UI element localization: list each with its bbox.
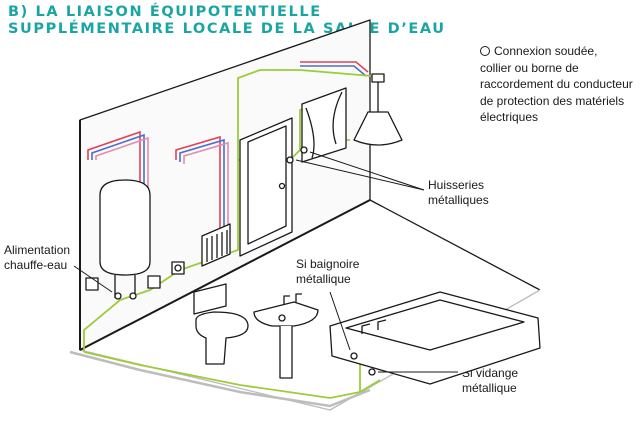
radiator-fins (206, 230, 228, 262)
wall-floor-joint (79, 199, 371, 351)
door-handle (278, 182, 286, 190)
bond-wire-floor (83, 351, 381, 399)
connection-bath (350, 352, 358, 360)
legend-line-3: raccordement du conducteur (480, 77, 633, 91)
legend-line-5: électriques (480, 110, 539, 124)
wire-pink-socket (183, 141, 229, 240)
diagram-title-line-1: B) LA LIAISON ÉQUIPOTENTIELLE (8, 4, 322, 20)
label-baignoire-line-1: Si baignoire (296, 257, 360, 271)
wire-red-heater (87, 130, 141, 190)
connection-heater (114, 292, 122, 300)
label-alimentation-line-2: chauffe-eau (4, 258, 68, 272)
leader-lines (73, 151, 458, 373)
connection-socket (174, 264, 182, 272)
connection-door (286, 156, 294, 164)
wire-pink-heater (95, 136, 149, 190)
leader-baignoire (329, 291, 351, 351)
leader-huisseries-door (295, 159, 425, 191)
label-alimentation: Alimentation chauffe-eau (4, 243, 70, 273)
basin-pedestal (279, 326, 293, 379)
window-curtain (305, 91, 343, 159)
wire-red-ceiling (300, 61, 369, 73)
ceiling-rose (371, 73, 385, 83)
legend: Connexion soudée, collier ou borne de ra… (480, 43, 642, 126)
leader-huisseries-window (309, 151, 425, 191)
connection-window (300, 146, 308, 154)
floor-pipe (69, 350, 371, 408)
connection-heater-2 (129, 292, 137, 300)
label-huisseries-line-2: métalliques (428, 193, 489, 207)
basin-taps (283, 293, 302, 304)
legend-line-4: de protection des matériels (480, 93, 625, 108)
connection-points (114, 146, 376, 376)
leader-alimentation (73, 265, 113, 293)
label-baignoire-line-2: métallique (296, 272, 351, 286)
label-baignoire: Si baignoire métallique (296, 257, 359, 287)
legend-line-2: collier ou borne de (480, 60, 579, 75)
label-vidange-line-2: métallique (462, 381, 517, 395)
radiator (201, 223, 231, 267)
wire-blue-heater (91, 133, 145, 190)
wash-basin (253, 301, 319, 327)
heater-junction-box (85, 277, 99, 291)
label-huisseries: Huisseries métalliques (428, 178, 489, 208)
water-heater (99, 179, 151, 276)
window-frame (301, 87, 347, 163)
wall-socket-1 (147, 275, 161, 289)
toilet-cistern (193, 283, 227, 315)
legend-line-1: Connexion soudée, (494, 44, 598, 58)
wire-blue-ceiling (300, 65, 367, 77)
label-huisseries-line-1: Huisseries (428, 178, 485, 192)
bathtub-rim (345, 299, 525, 351)
floor-edge-right (369, 199, 541, 291)
bathtub (329, 291, 541, 385)
label-alimentation-line-1: Alimentation (4, 243, 71, 257)
connection-drain (368, 368, 376, 376)
door-panel (247, 125, 287, 245)
lamp-shade (353, 111, 403, 146)
bath-taps (361, 319, 387, 334)
connection-basin (278, 314, 286, 322)
supply-wires (87, 61, 369, 240)
connection-circle-icon (480, 46, 490, 56)
toilet-bowl (195, 311, 249, 365)
wire-blue-socket (179, 138, 225, 240)
wire-red-socket (175, 135, 221, 240)
